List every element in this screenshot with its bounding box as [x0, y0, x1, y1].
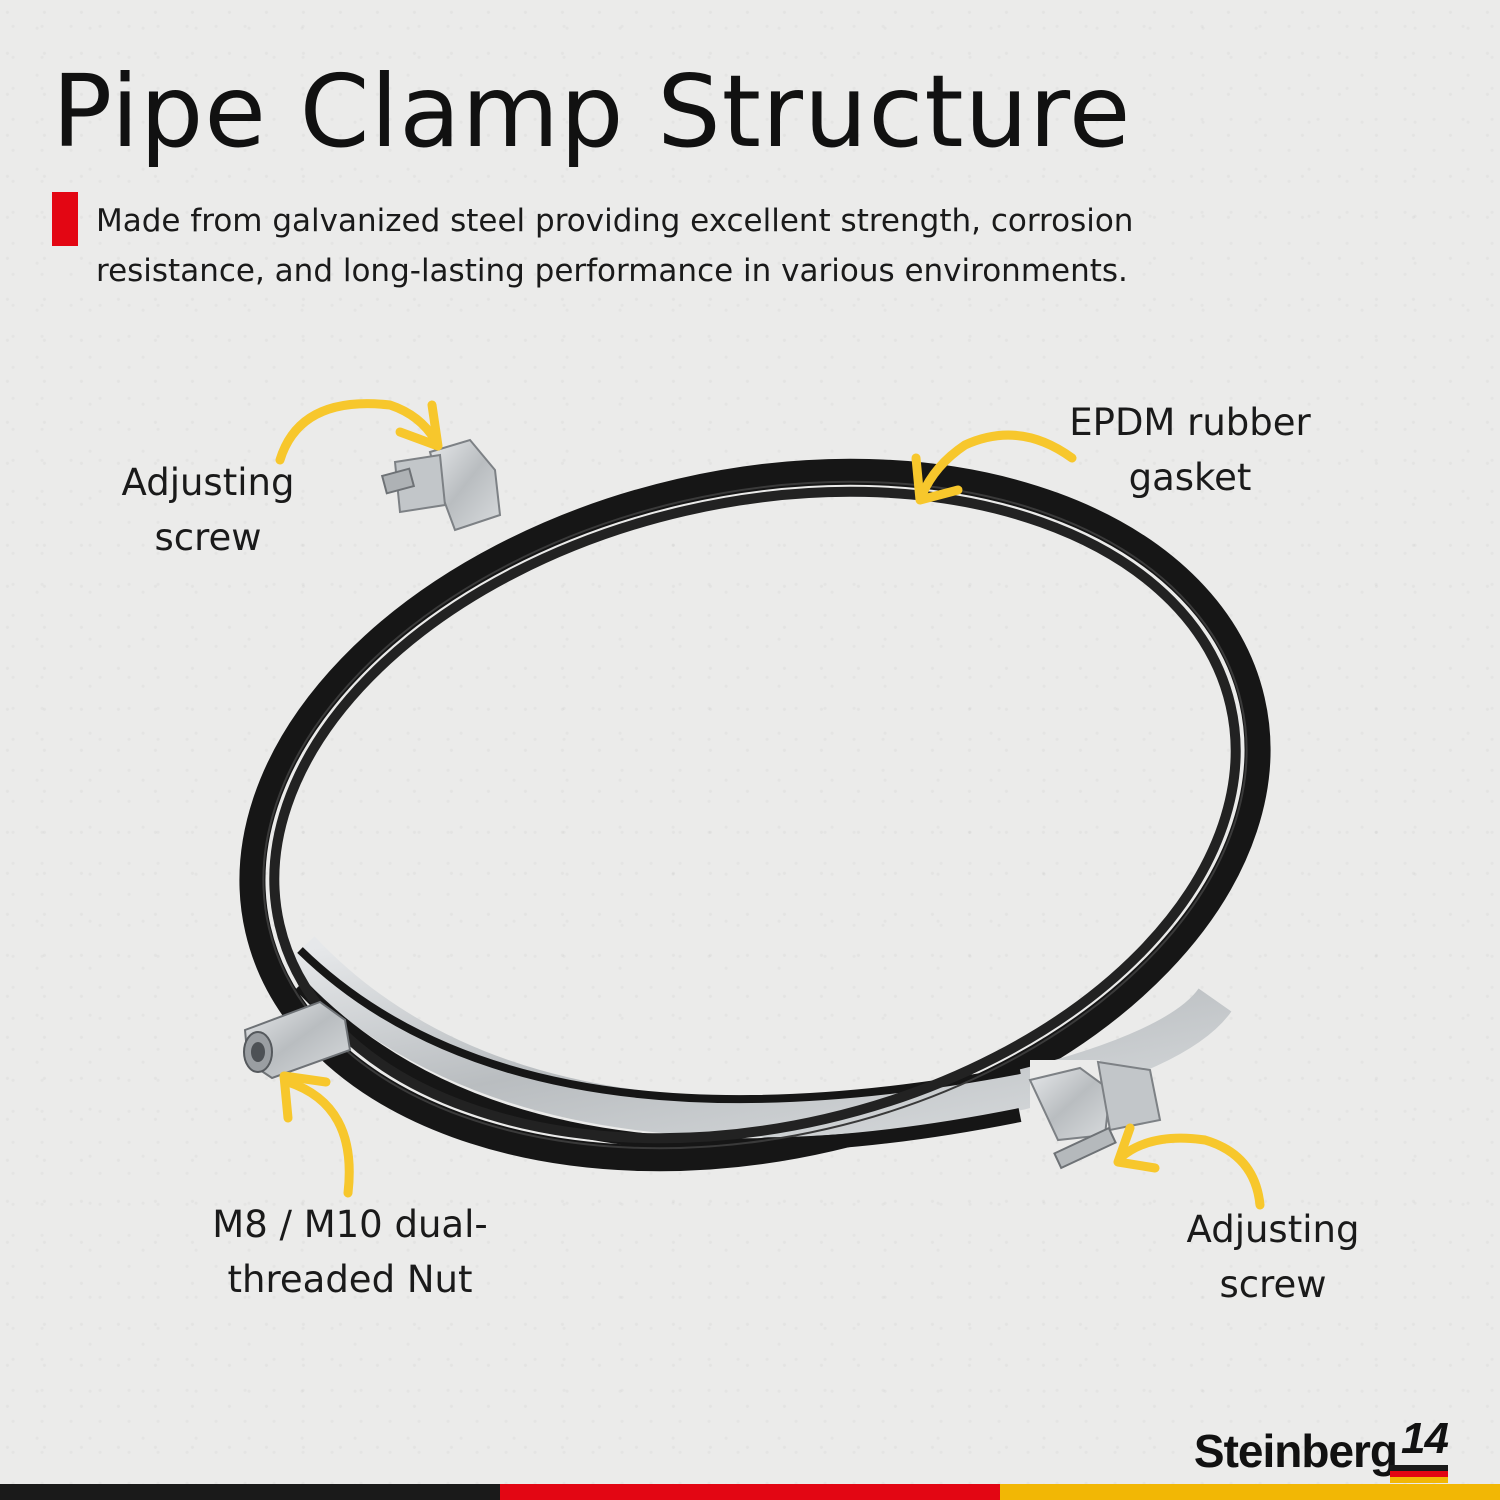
label-line-2: threaded Nut — [227, 1258, 473, 1301]
brand-logo: Steinberg14 — [1193, 1417, 1449, 1483]
arrow-bottom-right — [1113, 1123, 1265, 1210]
label-epdm-rubber-gasket: EPDM rubber gasket — [1040, 395, 1340, 505]
footer-gold — [1000, 1484, 1500, 1500]
description-line-2: resistance, and long-lasting performance… — [96, 253, 1128, 289]
ring-groove — [262, 480, 1248, 1150]
steel-band-upper-edge — [297, 947, 1021, 1104]
top-left-bracket — [380, 438, 503, 532]
hex-nut — [243, 1000, 352, 1080]
label-line-2: gasket — [1128, 456, 1252, 499]
brand-flag-icon — [1390, 1465, 1448, 1483]
description-line-1: Made from galvanized steel providing exc… — [96, 203, 1134, 239]
accent-bar — [52, 192, 78, 246]
arrows — [275, 399, 1265, 1210]
page-title: Pipe Clamp Structure — [52, 53, 1132, 170]
ring-inner-rubber — [269, 486, 1241, 1144]
label-line-1: EPDM rubber — [1069, 401, 1311, 444]
label-dual-threaded-nut: M8 / M10 dual- threaded Nut — [190, 1197, 510, 1307]
arrow-bottom-left — [279, 1071, 354, 1198]
clamp-ring — [239, 458, 1271, 1172]
label-adjusting-screw-bottom: Adjusting screw — [1155, 1202, 1391, 1312]
label-adjusting-screw-top: Adjusting screw — [92, 455, 324, 565]
label-line-1: Adjusting — [1186, 1208, 1360, 1251]
label-line-2: screw — [1219, 1263, 1327, 1306]
brand-name: Steinberg — [1193, 1425, 1398, 1477]
arrow-top-right — [911, 430, 1077, 505]
label-line-2: screw — [154, 516, 262, 559]
bottom-right-bracket — [1028, 1060, 1162, 1170]
footer-black — [0, 1484, 500, 1500]
label-line-1: Adjusting — [121, 461, 295, 504]
description: Made from galvanized steel providing exc… — [96, 196, 1396, 296]
footer-red — [500, 1484, 1000, 1500]
arrow-top-left — [275, 399, 443, 465]
label-line-1: M8 / M10 dual- — [212, 1203, 488, 1246]
brand-number: 14 — [1401, 1414, 1449, 1463]
footer-stripe — [0, 1484, 1500, 1500]
